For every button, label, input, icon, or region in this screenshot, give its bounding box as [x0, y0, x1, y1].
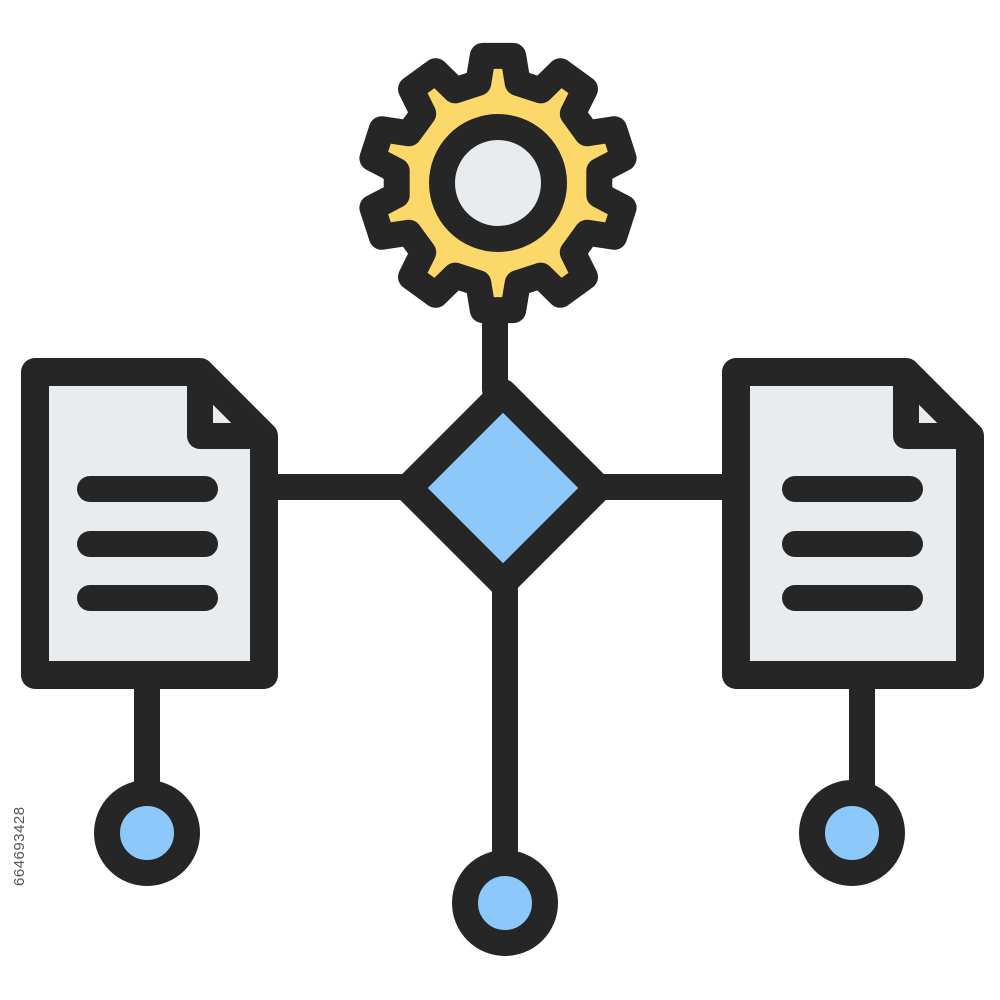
connector-nodes [94, 780, 905, 956]
document-page [21, 358, 278, 689]
document-icon-left [21, 358, 278, 689]
document-fold-corner [893, 372, 970, 449]
connector-node-left [94, 780, 200, 886]
gear-center-circle [429, 114, 567, 252]
document-page [722, 358, 984, 689]
connector-lines [134, 287, 875, 873]
diamond-shape [394, 379, 612, 597]
decision-diamond [394, 379, 612, 597]
connector-node-center [452, 850, 558, 956]
gear-icon [359, 42, 637, 324]
stock-id-watermark: 664693428 [11, 806, 28, 886]
document-icon-right [722, 358, 984, 689]
document-fold-corner [187, 372, 264, 449]
connector-node-right [799, 780, 905, 886]
